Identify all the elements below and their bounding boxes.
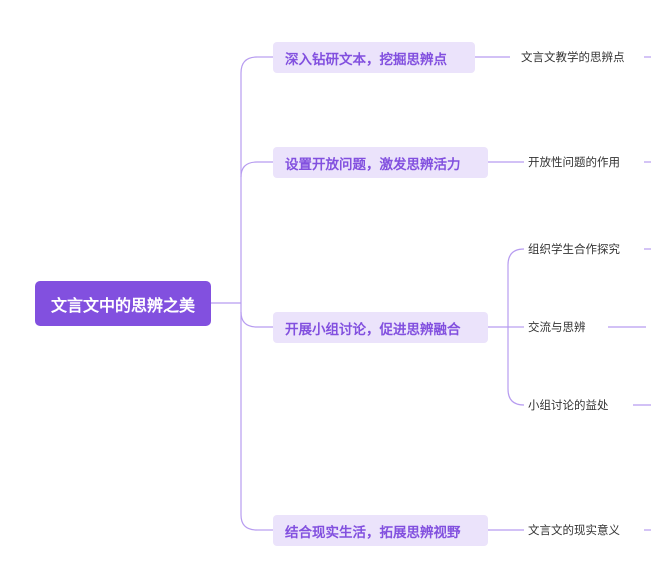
branch-topic-1[interactable]: 深入钻研文本，挖掘思辨点 bbox=[273, 42, 475, 73]
leaf-topic-4-1[interactable]: 文言文的现实意义 bbox=[528, 523, 620, 537]
connector-trunk-b2 bbox=[240, 161, 273, 178]
branch-topic-2[interactable]: 设置开放问题，激发思辨活力 bbox=[273, 147, 488, 178]
leaf-topic-1-1[interactable]: 文言文教学的思辨点 bbox=[521, 50, 625, 64]
connector-trunk bbox=[240, 56, 258, 531]
leaf-topic-3-3[interactable]: 小组讨论的益处 bbox=[528, 398, 609, 412]
leaf-topic-3-1[interactable]: 组织学生合作探究 bbox=[528, 242, 620, 256]
branch-topic-3[interactable]: 开展小组讨论，促进思辨融合 bbox=[273, 312, 488, 343]
leaf-topic-3-2[interactable]: 交流与思辨 bbox=[528, 320, 586, 334]
leaf-topic-2-1[interactable]: 开放性问题的作用 bbox=[528, 155, 620, 169]
branch-topic-4[interactable]: 结合现实生活，拓展思辨视野 bbox=[273, 515, 488, 546]
connector-trunk-b3 bbox=[240, 311, 273, 328]
root-topic[interactable]: 文言文中的思辨之美 bbox=[35, 281, 211, 326]
